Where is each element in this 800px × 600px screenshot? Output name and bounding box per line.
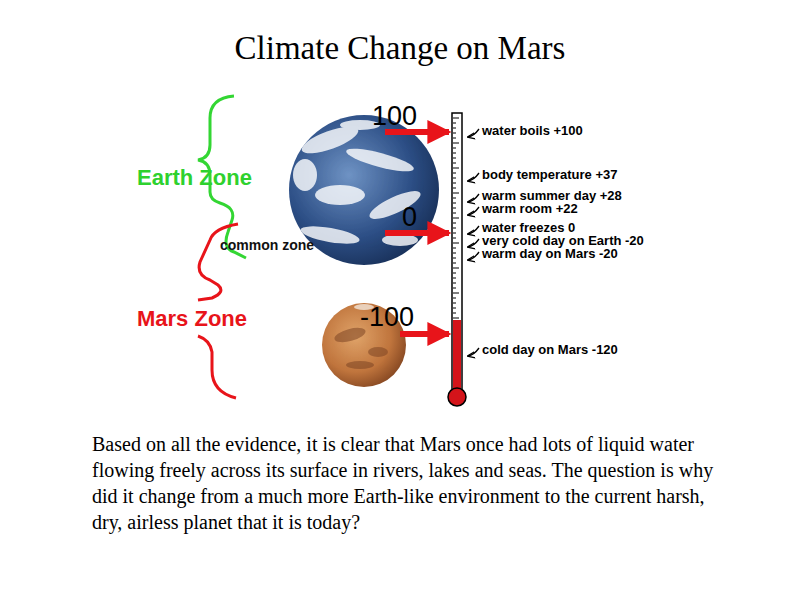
leader-arrow — [468, 173, 479, 181]
thermometer-tick — [453, 313, 456, 314]
leader-arrow — [468, 129, 479, 137]
thermometer-tick — [453, 223, 456, 224]
scale-number: 100 — [372, 102, 417, 132]
thermometer-tick — [453, 168, 459, 169]
thermometer-tick — [453, 208, 456, 209]
leader-arrow — [468, 207, 479, 215]
temperature-label: body temperature +37 — [482, 168, 617, 182]
caption: Based on all the evidence, it is clear t… — [92, 431, 727, 535]
mars-bracket — [198, 336, 236, 398]
thermometer-tick — [453, 173, 456, 174]
thermometer-tick — [453, 158, 456, 159]
zone-label: common zone — [220, 238, 314, 253]
leader-arrow — [468, 252, 479, 260]
mars-bracket — [198, 224, 238, 300]
leader-arrow — [468, 194, 479, 202]
thermometer-tick — [453, 288, 456, 289]
title: Climate Change on Mars — [0, 30, 800, 67]
thermometer-tick — [453, 218, 459, 219]
thermometer-tick — [453, 308, 456, 309]
thermometer-tick — [453, 283, 456, 284]
thermometer-tick — [453, 148, 456, 149]
leader-arrow — [468, 348, 479, 356]
thermometer-tick — [453, 138, 456, 139]
temperature-label: cold day on Mars -120 — [482, 343, 618, 357]
thermometer-tick — [453, 318, 459, 319]
thermometer-tick — [453, 193, 459, 194]
thermometer-tick — [453, 233, 456, 234]
thermometer-tick — [453, 278, 456, 279]
thermometer-tick — [453, 248, 456, 249]
thermometer-tick — [453, 153, 456, 154]
thermometer-tick — [453, 273, 456, 274]
temperature-label: warm day on Mars -20 — [482, 247, 618, 261]
zone-label: Mars Zone — [137, 307, 247, 331]
thermometer-tick — [453, 118, 459, 119]
thermometer-tick — [453, 268, 459, 269]
thermometer-tick — [453, 188, 456, 189]
thermometer-tick — [453, 198, 456, 199]
thermometer-tick — [453, 213, 456, 214]
thermometer-tick — [453, 303, 456, 304]
scale-number: -100 — [360, 303, 414, 333]
leader-arrow — [468, 239, 479, 247]
thermometer-tick — [453, 128, 456, 129]
thermometer-tick — [453, 123, 456, 124]
leader-arrow — [468, 226, 479, 234]
thermometer-tick — [453, 143, 459, 144]
thermometer-tick — [453, 258, 456, 259]
thermometer-tick — [453, 263, 456, 264]
thermometer-tick — [453, 293, 459, 294]
temperature-label: warm room +22 — [482, 202, 578, 216]
scale-number: 0 — [402, 203, 417, 233]
zone-label: Earth Zone — [137, 166, 252, 190]
thermometer-tick — [453, 243, 459, 244]
thermometer-tick — [453, 133, 456, 134]
thermometer-tick — [453, 298, 456, 299]
thermometer-tick — [453, 183, 456, 184]
temperature-label: water boils +100 — [482, 124, 583, 138]
thermometer — [448, 113, 466, 406]
thermometer-tick — [453, 253, 456, 254]
thermometer-tick — [453, 238, 456, 239]
thermometer-tick — [453, 163, 456, 164]
thermometer-tick — [453, 203, 456, 204]
thermometer-tick — [453, 178, 456, 179]
thermometer-tick — [453, 228, 456, 229]
